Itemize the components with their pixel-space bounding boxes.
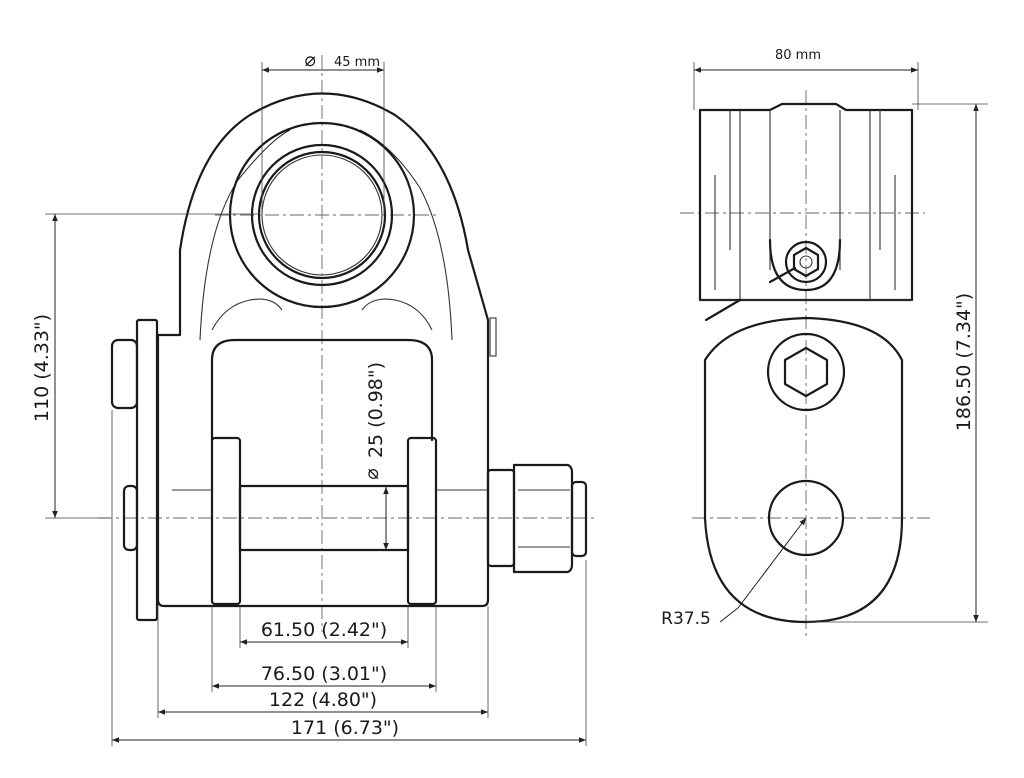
inner-width-label: 61.50 (2.42") (261, 619, 387, 641)
plate-span-label: 76.50 (3.01") (261, 663, 387, 685)
overall-width-label: 171 (6.73") (291, 717, 399, 739)
side-dimensions: 80 mm 186.50 (7.34") R37.5 (661, 48, 988, 629)
side-lower-plate (703, 316, 904, 624)
front-dimensions: ⌀ 45 mm 110 (4.33") ⌀ 25 (0.98") 61.50 (… (31, 49, 587, 746)
left-side-plate (210, 436, 242, 606)
side-view (680, 90, 930, 640)
cotter-pin-hole (799, 255, 813, 269)
side-hex-bolt-washer (766, 332, 846, 412)
bore-boss (228, 121, 416, 309)
bore-inner-ring (257, 150, 387, 280)
pin-shaft (238, 484, 410, 552)
cotter-pin-leg (768, 266, 797, 284)
pin-diameter-label: 25 (0.98") (365, 362, 387, 458)
body-width-label: 122 (4.80") (269, 689, 377, 711)
cotter-pin-ring (784, 240, 828, 284)
bore-diameter-label: 45 mm (334, 55, 380, 70)
cotter-pin-hex (792, 246, 820, 278)
bore-outer-ring (250, 143, 394, 287)
side-top-right-contour (869, 110, 896, 300)
pin-thread-end (570, 480, 588, 558)
side-hex-bolt (783, 346, 829, 398)
shackle-body (156, 92, 490, 608)
front-view (98, 55, 598, 632)
pin-head-plate (135, 318, 159, 622)
pin-lock-tab (110, 338, 139, 410)
body-neck-left (211, 298, 283, 331)
bore-diameter-symbol: ⌀ (305, 49, 316, 71)
radius-label: R37.5 (661, 609, 711, 629)
side-pin-hole (767, 479, 845, 557)
inner-window (210, 338, 434, 442)
cotter-pin-tail (704, 298, 742, 322)
right-side-plate (406, 436, 438, 606)
side-top-left-contour (714, 110, 741, 300)
radius-leader (737, 517, 807, 609)
side-slot-bottom (768, 238, 842, 292)
height-front-label: 110 (4.33") (31, 314, 53, 422)
width-side-label: 80 mm (775, 48, 821, 63)
pin-diameter-symbol: ⌀ (361, 468, 383, 479)
pin-head-cap (122, 484, 139, 552)
overall-height-label: 186.50 (7.34") (953, 293, 975, 431)
hex-nut (512, 463, 574, 574)
side-notch (489, 317, 497, 357)
body-neck-right (361, 298, 433, 331)
radius-leader-tail (719, 607, 739, 623)
